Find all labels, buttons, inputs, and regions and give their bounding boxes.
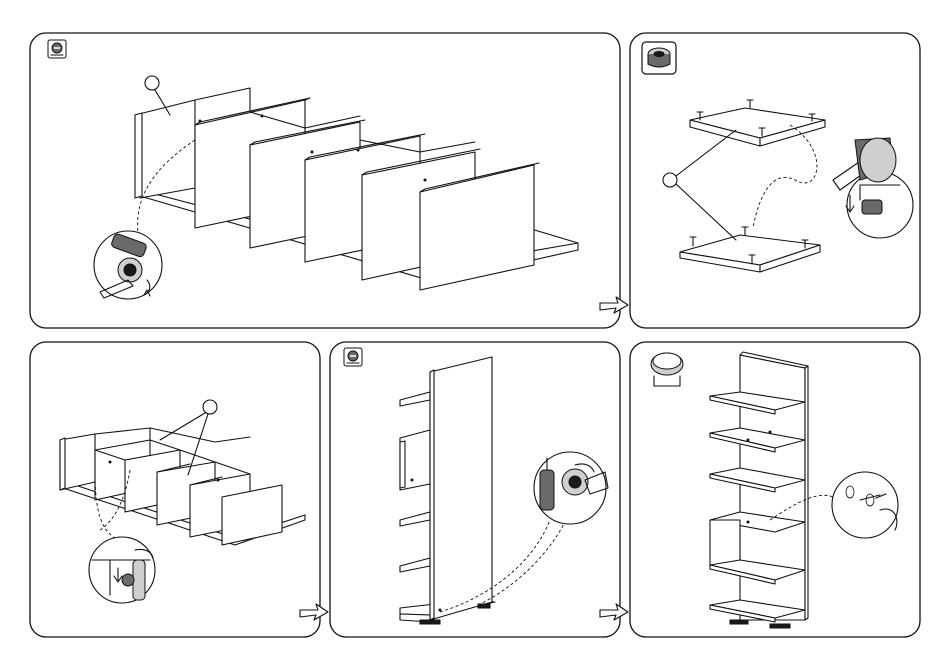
cam-lock-icon: [344, 348, 362, 366]
cam-fitting-icon: [642, 42, 676, 74]
step-4-panel: [330, 342, 620, 637]
wall-anchor-detail: [832, 472, 898, 538]
step-3-panel: [30, 342, 320, 637]
step-5-panel: [630, 342, 920, 637]
cam-lock-icon: [48, 40, 66, 58]
step-1-panel: [30, 33, 620, 328]
step-2-panel: [630, 33, 920, 328]
cam-lock-turn-detail: [89, 537, 155, 603]
